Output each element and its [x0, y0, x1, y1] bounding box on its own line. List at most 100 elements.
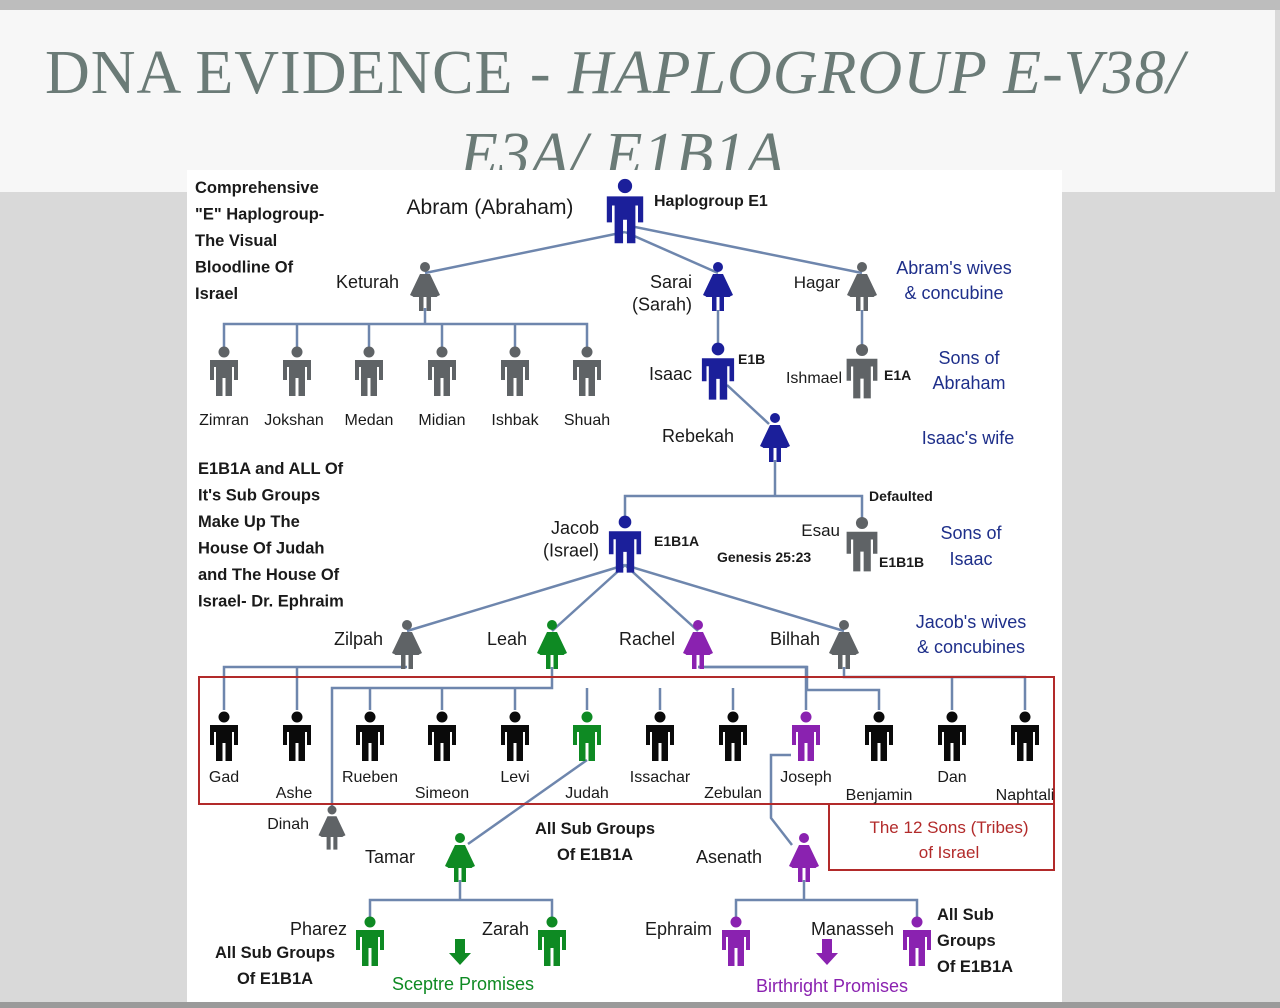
dan-label: Dan — [937, 769, 966, 786]
keturah-label: Keturah — [336, 272, 399, 292]
naphtali-label: Naphtali — [996, 787, 1055, 804]
line-tamar-sons-bar — [368, 898, 554, 920]
sarai-label: Sarai(Sarah) — [632, 272, 692, 315]
zebulan-label: Zebulan — [704, 785, 762, 802]
hagar-label: Hagar — [794, 273, 841, 292]
line-jacob-bilhah — [624, 563, 845, 633]
joseph-male-icon — [792, 711, 820, 761]
asenath-label: Asenath — [696, 847, 762, 867]
jacob-male-icon — [608, 515, 642, 573]
jokshan-label: Jokshan — [264, 412, 324, 429]
twelve-sons-note: The 12 Sons (Tribes)of Israel — [869, 818, 1028, 862]
tamar-label: Tamar — [365, 847, 415, 867]
line-bilhah-bar — [842, 667, 1027, 710]
jacob-label: Jacob(Israel) — [543, 518, 599, 561]
birthright-arrow-icon — [816, 939, 838, 965]
medan-label: Medan — [345, 412, 394, 429]
isaacs-wife-note: Isaac's wife — [922, 428, 1014, 448]
line-isaac-sons-bar — [623, 494, 864, 520]
dan-male-icon — [938, 711, 966, 761]
line-rachel-benjamin — [698, 665, 881, 710]
esau-defaulted-tag: Defaulted — [869, 488, 933, 504]
jacobs-wives-note: Jacob's wives& concubines — [916, 612, 1026, 657]
line-isaac-rebekah — [726, 384, 770, 425]
midian-male-icon — [428, 346, 456, 396]
simeon-label: Simeon — [415, 785, 469, 802]
line-abram-sarai — [624, 230, 719, 275]
ashe-label: Ashe — [276, 785, 313, 802]
line-keturah-sons-bar — [222, 322, 589, 348]
midian-label: Midian — [418, 412, 465, 429]
line-zilpah-gad — [222, 665, 407, 710]
naphtali-male-icon — [1011, 711, 1039, 761]
line-asenath-sons-bar — [734, 898, 919, 920]
slide-title-line-1: DNA EVIDENCE - HAPLOGROUP E-V38/ — [45, 39, 1185, 107]
hagar-female-icon — [847, 262, 877, 311]
isaac-haplogroup-tag: E1B — [738, 351, 765, 367]
connector-lines — [222, 225, 1027, 920]
judah-label: Judah — [565, 785, 609, 802]
rebekah-label: Rebekah — [662, 426, 734, 446]
jokshan-male-icon — [283, 346, 311, 396]
genesis-ref: Genesis 25:23 — [717, 549, 811, 565]
line-jacob-zilpah — [406, 563, 626, 633]
ephraim-male-icon — [722, 916, 750, 966]
esau-label: Esau — [801, 521, 840, 540]
title-box: DNA EVIDENCE - HAPLOGROUP E-V38/ E3A/ E1… — [0, 10, 1275, 192]
leah-label: Leah — [487, 629, 527, 649]
zebulan-male-icon — [719, 711, 747, 761]
zilpah-female-icon — [392, 620, 422, 669]
jacob-haplogroup-tag: E1B1A — [654, 533, 699, 549]
shuah-label: Shuah — [564, 412, 610, 429]
esau-haplogroup-tag: E1B1B — [879, 554, 924, 570]
abram-haplogroup-tag: Haplogroup E1 — [654, 193, 768, 210]
zarah-label: Zarah — [482, 919, 529, 939]
pharez-label: Pharez — [290, 919, 347, 939]
twelve-tribes-box-extension — [828, 804, 1055, 871]
ishmael-label: Ishmael — [786, 370, 842, 387]
line-abram-keturah — [424, 230, 626, 275]
ishbak-label: Ishbak — [491, 412, 539, 429]
rueben-label: Rueben — [342, 769, 398, 786]
tamar-female-icon — [445, 833, 475, 882]
rachel-label: Rachel — [619, 629, 675, 649]
levi-male-icon — [501, 711, 529, 761]
zimran-male-icon — [210, 346, 238, 396]
ishmael-haplogroup-tag: E1A — [884, 367, 911, 383]
zilpah-label: Zilpah — [334, 629, 383, 649]
esau-male-icon — [846, 516, 878, 572]
bilhah-female-icon — [829, 620, 859, 669]
joseph-label: Joseph — [780, 769, 832, 786]
benjamin-label: Benjamin — [846, 787, 913, 804]
ashe-male-icon — [283, 711, 311, 761]
sceptre-promises-label: Sceptre Promises — [392, 974, 534, 994]
judah-male-icon — [573, 711, 601, 761]
line-jacob-rachel — [624, 564, 699, 632]
line-joseph-asenath — [769, 753, 793, 846]
bilhah-label: Bilhah — [770, 629, 820, 649]
asenath-female-icon — [789, 833, 819, 882]
rebekah-female-icon — [760, 413, 790, 462]
rueben-male-icon — [356, 711, 384, 761]
abram-wives-note: Abram's wives& concubine — [896, 258, 1011, 303]
issachar-label: Issachar — [630, 769, 691, 786]
ishmael-male-icon — [846, 343, 878, 399]
zarah-male-icon — [538, 916, 566, 966]
benjamin-male-icon — [865, 711, 893, 761]
sceptre-arrow-icon — [449, 939, 471, 965]
simeon-male-icon — [428, 711, 456, 761]
birthright-promises-label: Birthright Promises — [756, 976, 908, 996]
medan-male-icon — [355, 346, 383, 396]
dinah-label: Dinah — [267, 816, 309, 833]
bottom-bar — [0, 1002, 1280, 1008]
twelve-tribes-box — [198, 676, 1055, 805]
manasseh-male-icon — [903, 916, 931, 966]
